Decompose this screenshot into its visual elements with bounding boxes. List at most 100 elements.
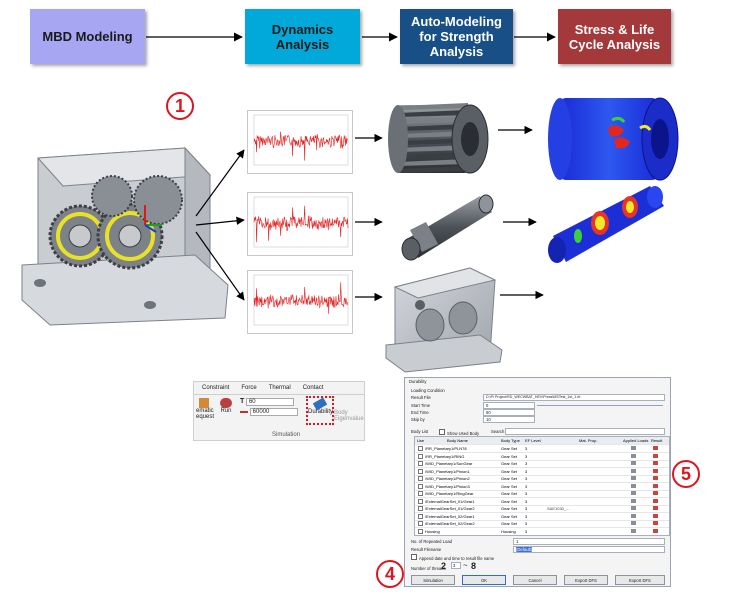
result-icon[interactable]: [653, 483, 658, 488]
threads-max: 8: [471, 561, 477, 571]
use-checkbox[interactable]: [418, 483, 423, 489]
result-icon[interactable]: [653, 528, 658, 533]
ef-level-cell[interactable]: 3: [525, 476, 528, 481]
dynamics-response-plot: [247, 270, 353, 334]
mat-prop-cell[interactable]: SAE1030_...: [547, 506, 570, 511]
result-icon[interactable]: [653, 521, 658, 525]
tab-thermal[interactable]: Thermal: [268, 385, 291, 391]
helical-gear-model-image: [388, 103, 489, 174]
use-checkbox[interactable]: [418, 491, 423, 496]
applied-loads-icon[interactable]: [631, 446, 636, 450]
use-checkbox[interactable]: [418, 528, 423, 534]
ef-level-cell[interactable]: 3: [525, 521, 528, 526]
applied-loads-icon[interactable]: [631, 491, 636, 495]
use-checkbox[interactable]: [418, 461, 423, 466]
body-name-cell: /RR_Planetary1/RING: [425, 453, 465, 459]
ef-level-cell[interactable]: 3: [525, 491, 528, 496]
cancel-button[interactable]: Cancel: [513, 575, 557, 585]
tab-constraint[interactable]: Constraint: [202, 385, 230, 391]
ef-level-cell[interactable]: 3: [525, 453, 528, 459]
branch-arrow: [195, 231, 245, 301]
kinematic-request-button[interactable]: ematic equest: [196, 398, 214, 420]
use-checkbox[interactable]: [418, 513, 423, 519]
result-icon[interactable]: [653, 513, 658, 518]
applied-loads-icon[interactable]: [631, 498, 636, 503]
stage-label: Auto-Modeling for Strength Analysis: [411, 14, 502, 59]
applied-loads-icon[interactable]: [631, 461, 636, 465]
time-slider[interactable]: [537, 405, 663, 406]
dynamics-response-plot: [247, 192, 353, 256]
use-checkbox[interactable]: [418, 506, 423, 511]
body-name-cell: /RR_Planetary1/PLN78: [425, 446, 467, 451]
tab-contact[interactable]: Contact: [302, 385, 324, 391]
applied-loads-icon[interactable]: [631, 506, 636, 510]
start-time-input[interactable]: 0: [483, 402, 535, 409]
append-date-checkbox[interactable]: Append date and time to result file name: [411, 554, 494, 561]
ef-level-cell[interactable]: 3: [525, 461, 528, 466]
result-filename-select[interactable]: (Default): [513, 546, 665, 553]
result-icon[interactable]: [653, 468, 658, 473]
gearbox-model-image: [21, 146, 229, 326]
result-icon[interactable]: [653, 498, 658, 503]
result-icon[interactable]: [653, 506, 658, 510]
threads-spinner[interactable]: 3: [451, 562, 461, 569]
applied-loads-icon[interactable]: [631, 513, 636, 518]
applied-loads-icon[interactable]: [631, 483, 636, 488]
repeated-load-input[interactable]: 1: [513, 538, 665, 545]
durability-button[interactable]: Durability: [306, 396, 334, 425]
simulation-button[interactable]: Simulation: [411, 575, 455, 585]
shaft-model-image: [401, 194, 494, 261]
result-icon[interactable]: [653, 491, 658, 495]
result-icon[interactable]: [653, 461, 658, 465]
export-dfs-button-2[interactable]: Export DFS: [615, 575, 665, 585]
search-input[interactable]: [505, 428, 665, 435]
ok-button[interactable]: OK: [462, 575, 506, 585]
use-checkbox[interactable]: [418, 521, 423, 526]
result-file-input[interactable]: D:\P\ Project\RD_WECWBAT_HEV\Press\MSTes…: [483, 394, 665, 401]
ef-level-cell[interactable]: 3: [525, 468, 528, 474]
body-name-cell: /WID_Planetary1/Pinion2: [425, 476, 470, 481]
use-checkbox[interactable]: [418, 476, 423, 481]
flexible-body-button[interactable]: Body Eigenvalue: [334, 410, 364, 422]
use-checkbox[interactable]: [418, 468, 423, 474]
run-button[interactable]: Run: [218, 398, 234, 414]
ef-level-cell[interactable]: 3: [525, 506, 528, 511]
use-checkbox[interactable]: [418, 453, 423, 459]
use-checkbox[interactable]: [418, 446, 423, 451]
threads-slider[interactable]: ~: [463, 561, 468, 570]
ef-level-cell[interactable]: 3: [525, 483, 528, 489]
tab-force[interactable]: Force: [241, 385, 257, 391]
applied-loads-icon[interactable]: [631, 468, 636, 473]
show-used-body-checkbox[interactable]: Show Used Body: [439, 429, 479, 436]
end-time-input[interactable]: 60: [483, 409, 535, 416]
use-checkbox[interactable]: [418, 498, 423, 504]
ef-level-cell[interactable]: 3: [525, 498, 528, 504]
applied-loads-icon[interactable]: [631, 528, 636, 533]
result-icon[interactable]: [653, 476, 658, 480]
ef-level-cell[interactable]: 3: [525, 513, 528, 519]
ef-level-cell[interactable]: 3: [525, 446, 528, 451]
result-icon[interactable]: [653, 453, 658, 458]
result-icon[interactable]: [653, 446, 658, 450]
run-icon: [220, 398, 232, 408]
ef-level-cell[interactable]: 3: [525, 528, 528, 534]
steps-field[interactable]: 60000: [240, 408, 298, 416]
applied-loads-icon[interactable]: [631, 521, 636, 525]
applied-loads-icon[interactable]: [631, 476, 636, 480]
end-time-field[interactable]: T 60: [240, 398, 294, 406]
export-dfs-button[interactable]: Export DFS: [564, 575, 608, 585]
skip-by-input[interactable]: 10: [483, 416, 535, 423]
applied-loads-icon[interactable]: [631, 453, 636, 458]
